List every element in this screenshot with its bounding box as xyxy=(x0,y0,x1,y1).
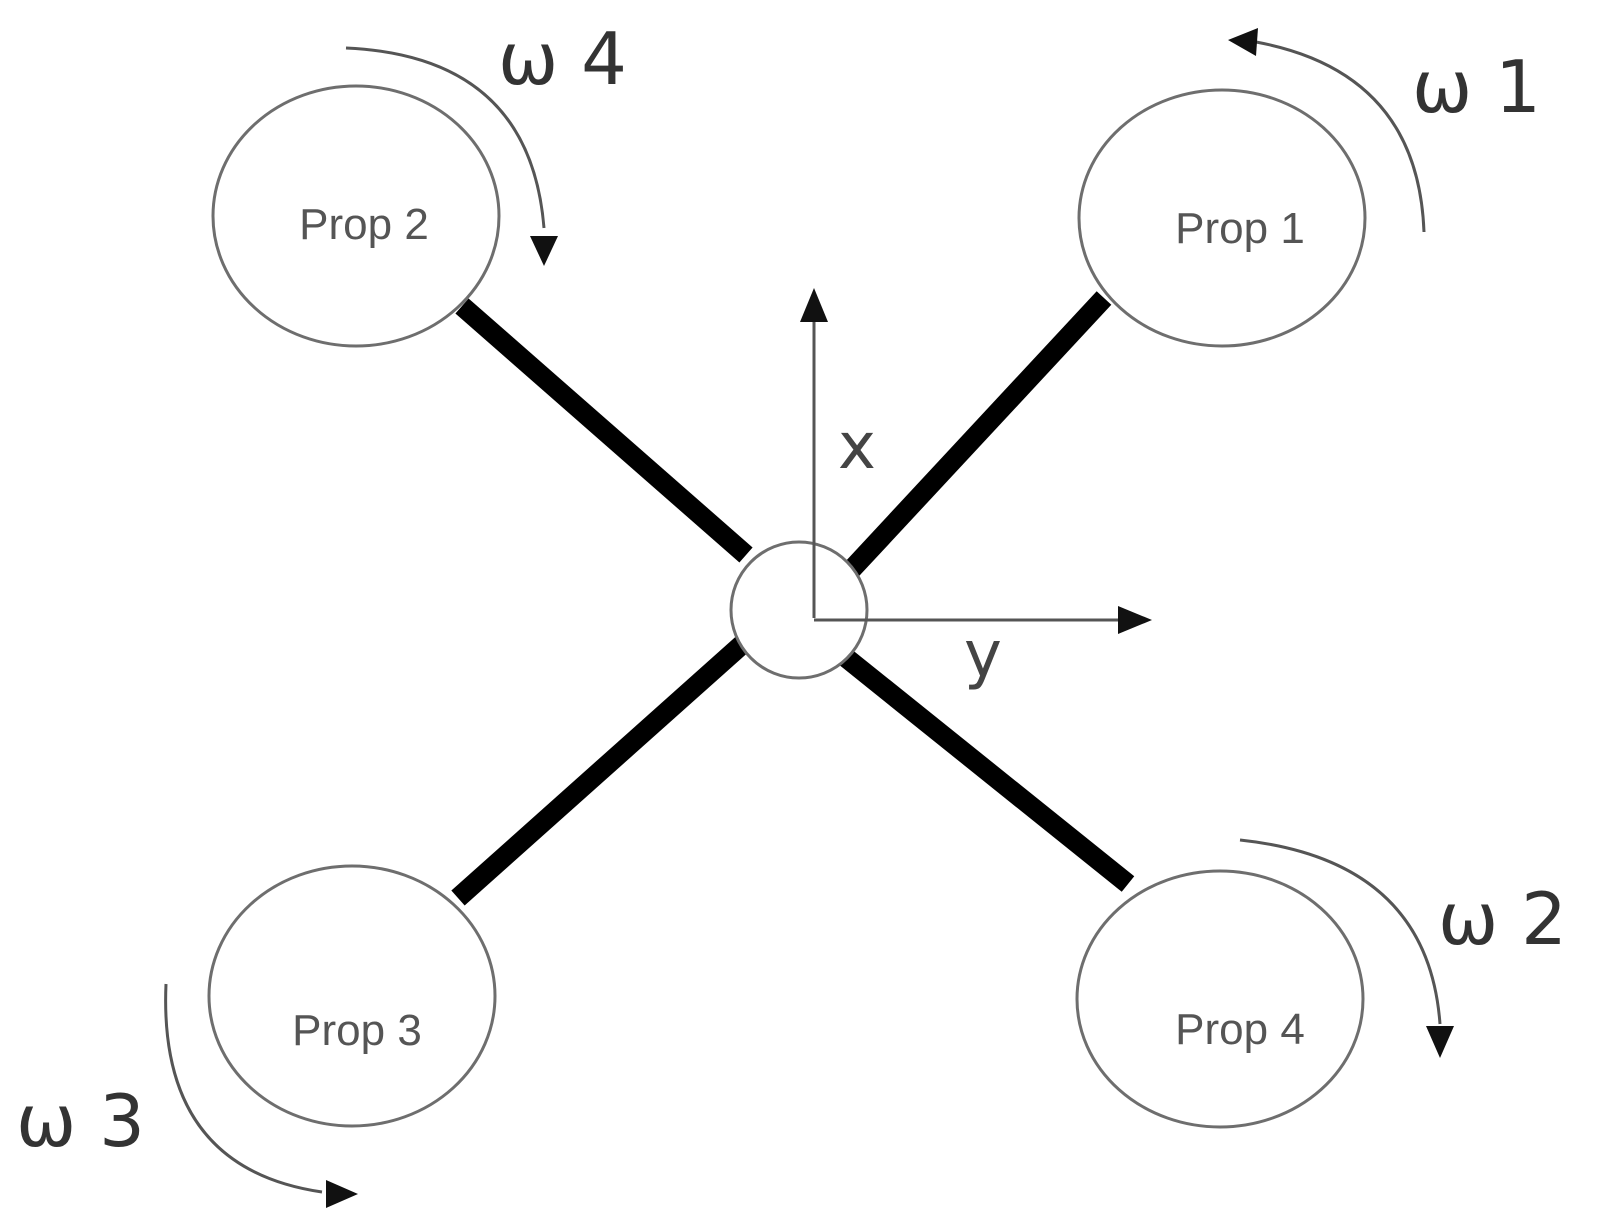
arm-prop-3 xyxy=(451,632,754,906)
rotation-arrow-prop-2 xyxy=(345,46,558,266)
arm-prop-4 xyxy=(837,648,1135,892)
prop-3-label: Prop 3 xyxy=(292,1006,422,1055)
prop-4-label: Prop 4 xyxy=(1175,1005,1305,1054)
rotation-arrow-prop-4 xyxy=(1239,838,1454,1058)
omega-label-prop-4: ω 2 xyxy=(1438,877,1567,961)
prop-1-label: Prop 1 xyxy=(1175,204,1305,253)
prop-4-circle xyxy=(1075,869,1365,1129)
arm-prop-2 xyxy=(455,298,753,563)
y-axis-arrow xyxy=(814,606,1152,634)
x-axis-arrow xyxy=(800,288,828,618)
omega-label-prop-1: ω 1 xyxy=(1412,45,1541,129)
prop-2-label: Prop 2 xyxy=(299,200,429,249)
rotation-arrow-prop-1 xyxy=(1228,28,1426,233)
hub-circle xyxy=(729,540,869,680)
x-axis-label: x xyxy=(838,410,876,484)
prop-1-circle xyxy=(1077,88,1367,348)
rotation-arrow-prop-3 xyxy=(164,983,358,1208)
omega-label-prop-2: ω 4 xyxy=(498,17,627,101)
omega-label-prop-3: ω 3 xyxy=(16,1079,145,1163)
y-axis-label: y xyxy=(964,618,1002,692)
prop-2-circle xyxy=(211,84,501,348)
arm-prop-1 xyxy=(844,291,1112,576)
prop-3-circle xyxy=(207,864,497,1128)
